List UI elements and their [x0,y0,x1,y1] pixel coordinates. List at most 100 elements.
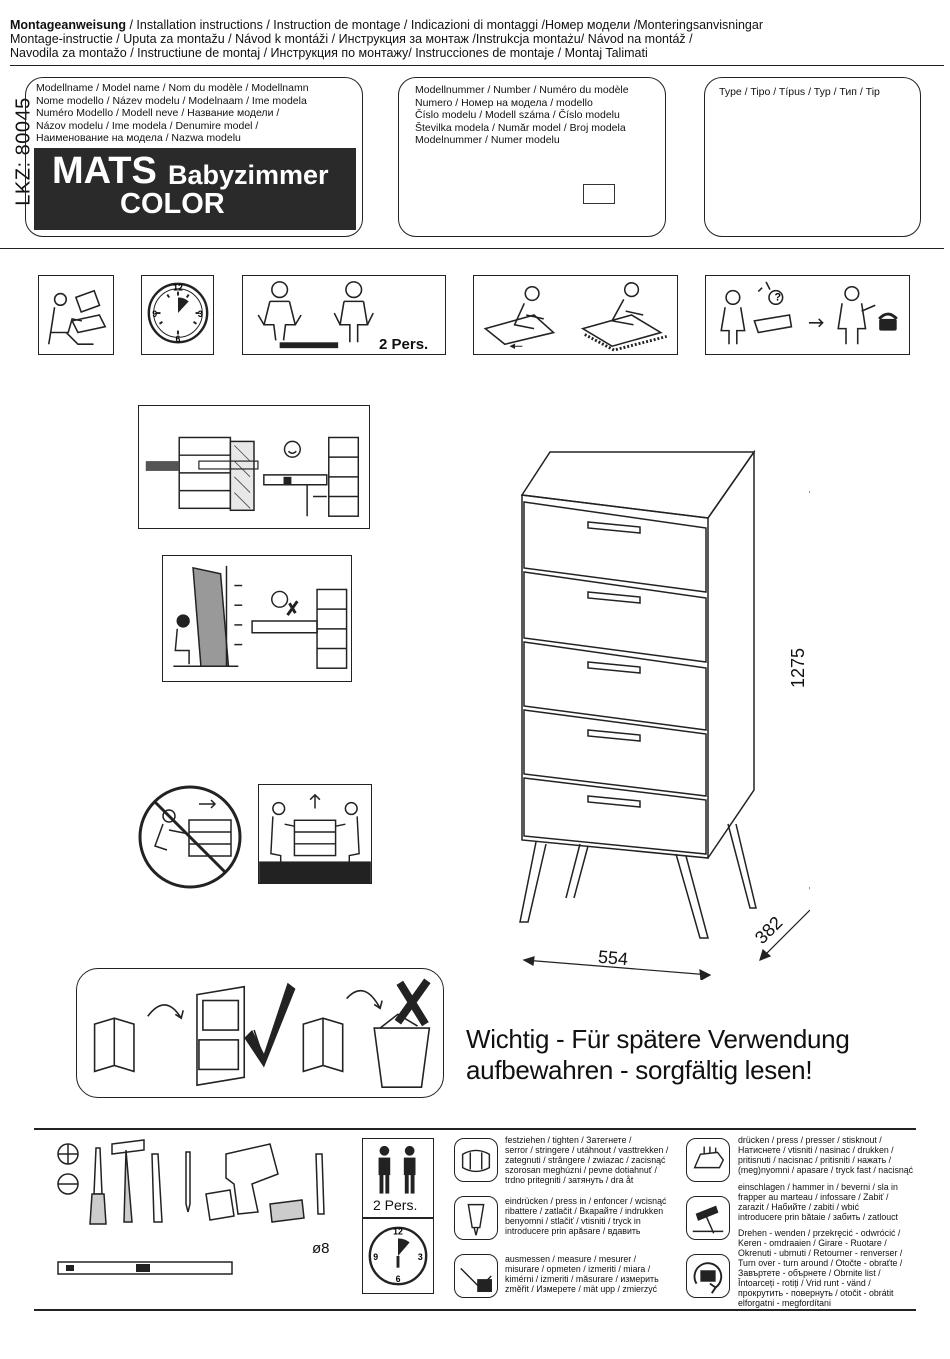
read-instructions-icon [38,275,114,355]
hammer-line: einschlagen / hammer in / beverni / sla … [738,1182,898,1192]
tighten-text: festziehen / tighten / Затегнете / serro… [505,1135,668,1185]
tighten-line: trdno pritegniti / затянуть / dra åt [505,1175,634,1185]
tighten-line: festziehen / tighten / Затегнете / [505,1135,632,1145]
model-number-labels: Modellnummer / Number / Numéro du modèle… [415,84,629,147]
header-title-translations: / Installation instructions / Instructio… [125,18,763,32]
press-in-line: benyomni / stlačiť / vtisniti / tryck in [505,1216,641,1226]
model-number-field [583,184,615,204]
press-text: drücken / press / presser / stisknout / … [738,1135,913,1175]
turn-over-line: elforgatni - megfordítani [738,1298,831,1308]
turn-over-icon [686,1254,730,1298]
press-hand-icon [686,1138,730,1182]
drill-size-label: ø8 [312,1240,330,1257]
turn-over-line: Завъртете - обърнете / Obrnite list / [738,1268,881,1278]
press-in-icon [454,1196,498,1240]
model-number-label: Číslo modelu / Modell száma / Číslo mode… [415,109,620,121]
time-icon: 12 3 6 9 [141,275,214,355]
press-line: drücken / press / presser / stisknout / [738,1135,882,1145]
type-box: Type / Tipo / Típus / Typ / Тип / Tip [704,77,921,237]
tools-drawing [57,1139,325,1275]
model-name-banner: MATS Babyzimmer COLOR [34,148,356,230]
tools-top-rule [34,1128,916,1130]
header: Montageanweisung / Installation instruct… [10,18,945,60]
clock-number-9: 9 [373,1252,378,1262]
press-line: Натиснете / vtisniti / nasinac / drukken… [738,1145,894,1155]
turn-over-line: Keren - omdraaien / Girare - Ruotare / [738,1238,887,1248]
warning-text: Wichtig - Für spätere Verwendung aufbewa… [466,1024,850,1086]
hammer-icon [686,1196,730,1240]
clock-number-3: 3 [418,1252,423,1262]
tighten-line: szorosan meghúzni / pevne dotiahnuť / [505,1165,657,1175]
hammer-line: zarazit / Набийте / zabiti / wbić [738,1202,859,1212]
section-divider [0,248,944,249]
two-persons-tool-icon: 2 Pers. [362,1138,434,1218]
press-in-text: eindrücken / press in / enfoncer / wcisn… [505,1196,666,1236]
model-name-label: Nome modello / Název modelu / Modelnaam … [36,94,307,107]
keep-instructions-box [76,968,444,1098]
model-name-label: Modellname / Model name / Nom du modèle … [36,82,309,94]
warning-line-2: aufbewahren - sorgfältig lesen! [466,1055,813,1085]
hammer-text: einschlagen / hammer in / beverni / sla … [738,1182,898,1222]
model-name-color: COLOR [120,188,225,220]
turn-over-line: Turn over - turn around / Otočte - obrať… [738,1258,903,1268]
measure-line: misurare / opmeten / izmeriti / miara / [505,1264,651,1274]
header-title: Montageanweisung [10,18,126,32]
warning-line-1: Wichtig - Für spätere Verwendung [466,1024,850,1054]
wall-fixing-correct-icon [138,405,370,529]
model-number-label: Numero / Номер на модела / modello [415,96,593,109]
svg-text:6: 6 [176,334,181,344]
clock-number-6: 6 [396,1274,401,1284]
ask-help-icon: ? [705,275,910,355]
header-divider [10,65,944,66]
turn-over-line: Okrenuti - ubrnuti / Retourner - renvers… [738,1248,903,1258]
measure-line: změřit / Измерете / mät upp / zmierzyć [505,1284,658,1294]
svg-text:?: ? [774,291,781,303]
model-number-label: Modellnummer / Number / Numéro du modèle [415,84,629,96]
press-line: (meg)nyomni / apasare / tryck fast / nac… [738,1165,914,1175]
tighten-line: serror / stringere / utáhnout / vasttrek… [505,1145,669,1155]
tighten-icon [454,1138,498,1182]
model-name-box: Modellname / Model name / Nom du modèle … [25,77,363,237]
width-dimension: 554 [597,946,629,970]
press-line: pritisnuti / nacisnac / pritisniti / наж… [738,1155,892,1165]
model-name-labels: Modellname / Model name / Nom du modèle … [36,82,309,145]
svg-text:9: 9 [152,309,157,319]
model-name-label: Numéro Modello / Modell neve / Название … [36,107,280,119]
measure-line: kimérni / izmeriti / măsurare / измерить [505,1274,659,1284]
press-in-line: eindrücken / press in / enfoncer / wcisn… [505,1196,667,1206]
header-line-2: Montage-instructie / Uputa za montažu / … [10,32,693,46]
header-line-3: Navodila za montažo / Instructiune de mo… [10,46,648,60]
turn-over-line: Întoarceți - rotiți / Vrid runt - vänd / [738,1278,871,1288]
turn-over-text: Drehen - wenden / przekręcić - odwrócić … [738,1228,902,1308]
model-number-box: Modellnummer / Number / Numéro du modèle… [398,77,666,237]
measure-icon [454,1254,498,1298]
do-not-push-icon [133,784,247,890]
svg-text:12: 12 [173,283,183,293]
turn-over-line: Drehen - wenden / przekręcić - odwrócić … [738,1228,901,1238]
clock-number-12: 12 [393,1227,403,1237]
header-line-1: Montageanweisung / Installation instruct… [10,18,945,32]
lift-together-icon [258,784,372,884]
model-name-big: MATS [52,150,157,192]
hammer-line: frapper au marteau / infossare / Zabiť / [738,1192,889,1202]
protect-surface-icon [473,275,678,355]
type-label: Type / Tipo / Típus / Typ / Тип / Tip [719,86,880,98]
press-in-line: introducere prin apăsare / вдавить [505,1226,641,1236]
wall-fixing-wrong-icon [162,555,352,682]
height-dimension: 1275 [788,647,808,688]
measure-line: ausmessen / measure / mesurer / [505,1254,637,1264]
measure-text: ausmessen / measure / mesurer / misurare… [505,1254,659,1294]
model-name-label: Názov modelu / Ime modela / Denumire mod… [36,119,259,132]
model-number-label: Modelnummer / Numer modelu [415,134,560,146]
turn-over-line: прокрутить - повернуть / otočit - obráti… [738,1288,894,1298]
tools-bottom-rule [34,1309,916,1311]
model-name-sub: Babyzimmer [168,160,329,190]
press-in-line: ribattere / zatlačit / Вкарайте / indruk… [505,1206,664,1216]
model-name-label: Наименование на модела / Nazwa modelu [36,132,241,144]
cabinet-drawing [519,449,810,980]
two-persons-tool-label: 2 Pers. [373,1197,418,1213]
tighten-line: zategnuti / strângere / zwiazac / zacisn… [505,1155,666,1165]
two-persons-label: 2 Pers. [379,336,429,353]
two-persons-step-icon: 2 Pers. [242,275,446,355]
svg-text:3: 3 [198,309,203,319]
